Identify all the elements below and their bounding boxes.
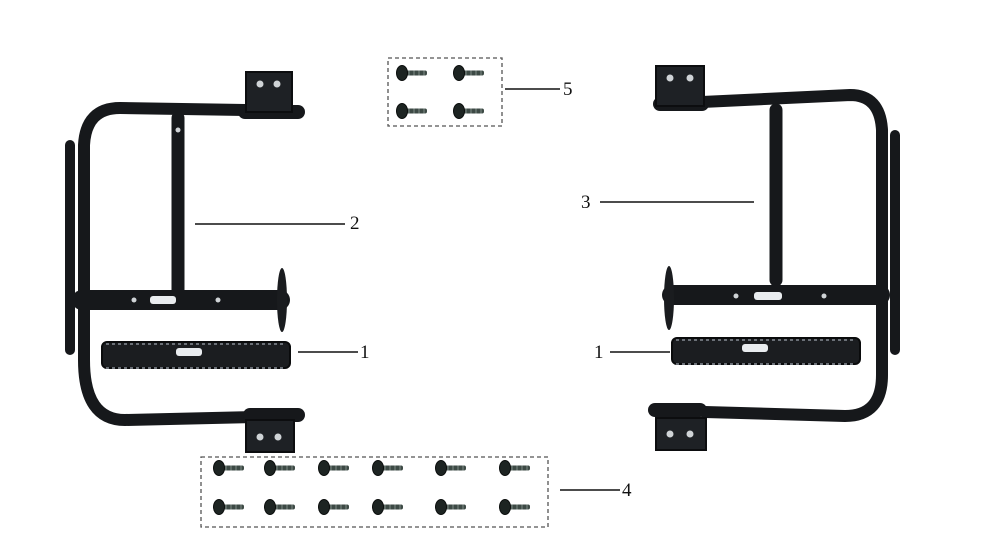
bolt-icon bbox=[396, 103, 427, 119]
bolt-icon bbox=[318, 499, 349, 515]
leader-lines bbox=[195, 88, 754, 491]
callout-left-frame: 2 bbox=[350, 213, 360, 234]
callout-right-frame: 3 bbox=[581, 192, 591, 213]
bolt-icon bbox=[264, 460, 295, 476]
bolt-icon bbox=[213, 460, 244, 476]
bolt-icon bbox=[213, 499, 244, 515]
bolt-kit-small-box bbox=[387, 57, 503, 127]
bolt-icon bbox=[396, 65, 427, 81]
callout-bolt-kit-small: 5 bbox=[563, 79, 573, 100]
left-footrest bbox=[101, 341, 291, 369]
left-frame-details bbox=[131, 71, 295, 453]
bolt-kit-large-box bbox=[200, 456, 549, 528]
bolt-icon bbox=[453, 65, 484, 81]
bolt-kit-small-bolts bbox=[396, 65, 484, 119]
bolt-icon bbox=[372, 460, 403, 476]
bolt-icon bbox=[499, 499, 530, 515]
callout-left-footrest: 1 bbox=[360, 342, 370, 363]
bolt-icon bbox=[318, 460, 349, 476]
left-step-frame bbox=[65, 102, 305, 426]
right-footrest bbox=[671, 337, 861, 365]
callout-right-footrest: 1 bbox=[594, 342, 604, 363]
bolt-icon bbox=[435, 460, 466, 476]
bolt-icon bbox=[435, 499, 466, 515]
right-frame-details bbox=[655, 65, 827, 451]
bolt-icon bbox=[453, 103, 484, 119]
right-step-frame bbox=[648, 89, 900, 422]
bolt-icon bbox=[499, 460, 530, 476]
bolt-icon bbox=[372, 499, 403, 515]
bolt-kit-large-bolts bbox=[213, 460, 530, 515]
bolt-icon bbox=[264, 499, 295, 515]
callout-bolt-kit-large: 4 bbox=[622, 480, 632, 501]
